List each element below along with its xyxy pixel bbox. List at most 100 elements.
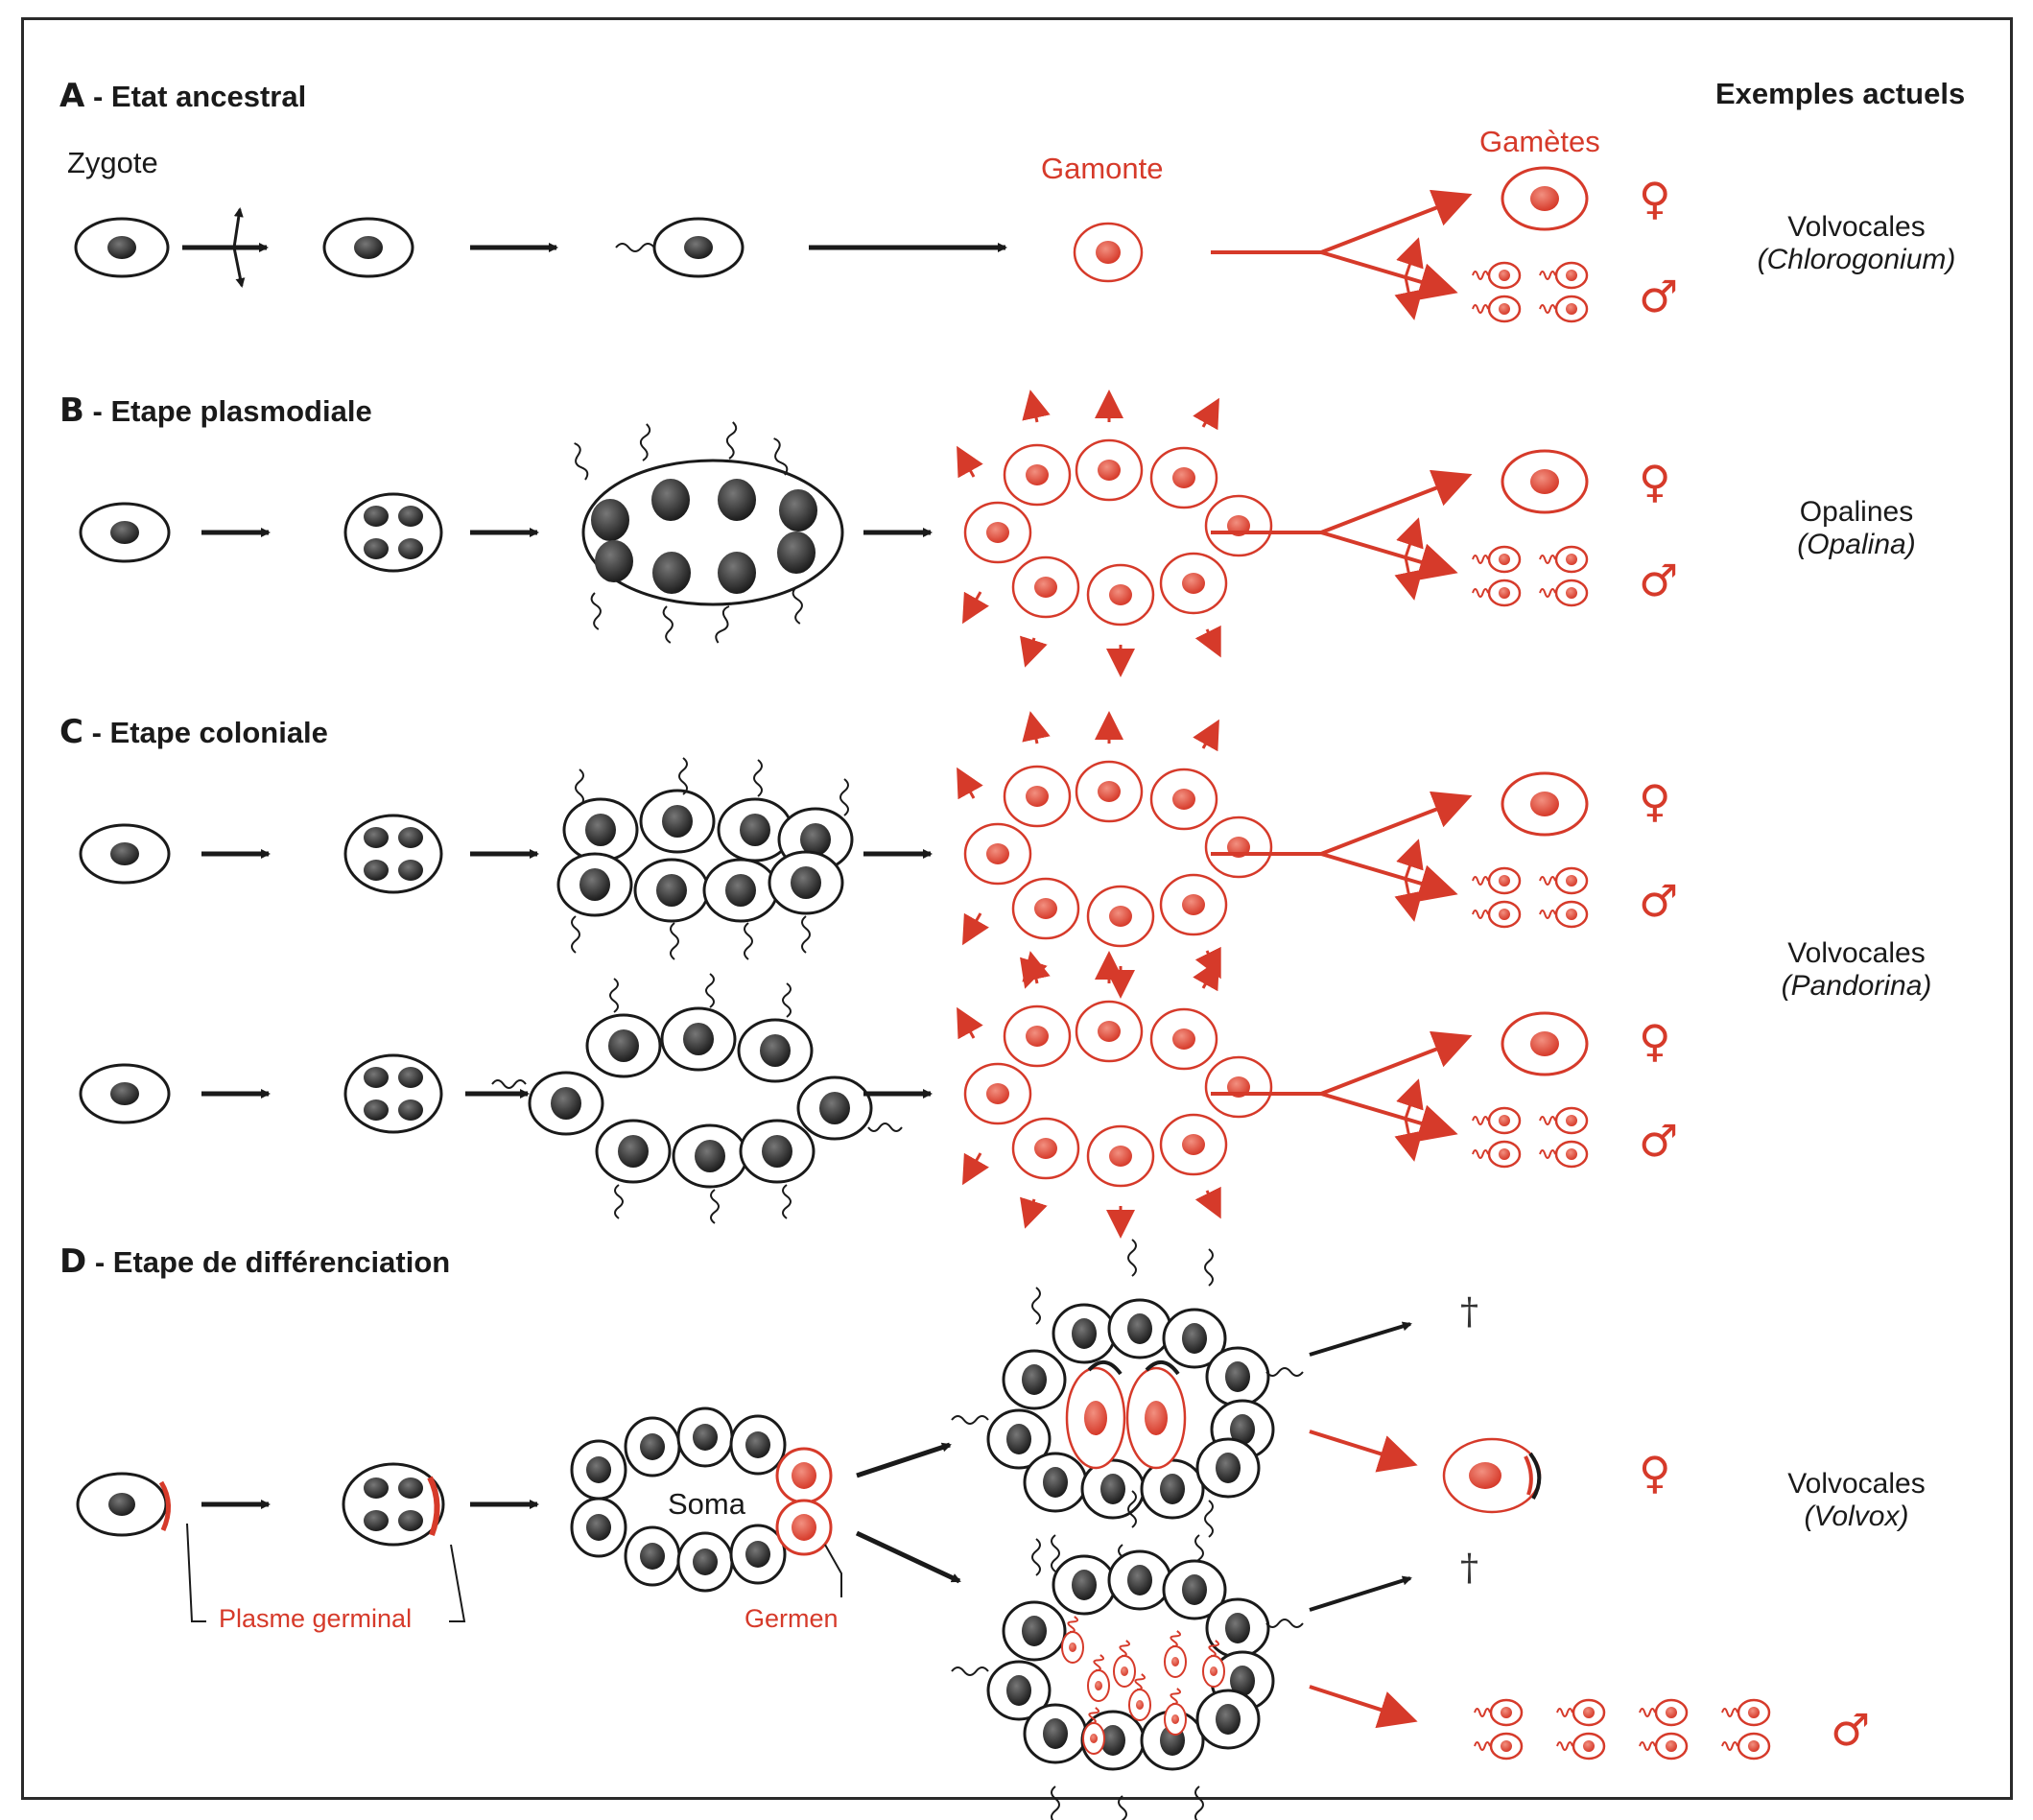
germ-plasm bbox=[158, 1480, 171, 1532]
colony-flagellum bbox=[678, 757, 688, 795]
microgamete-flagellum bbox=[1539, 304, 1556, 314]
nucleus bbox=[693, 1424, 718, 1451]
release-arrow bbox=[1022, 951, 1051, 984]
microgamete-flagellum bbox=[1472, 555, 1489, 564]
gamonte-label: Gamonte bbox=[1041, 152, 1164, 185]
sperm-nucleus bbox=[1136, 1700, 1144, 1710]
somatic-flagellum bbox=[1204, 1500, 1214, 1538]
egg-germ-plasm bbox=[1524, 1455, 1533, 1496]
example-a-genus: (Chlorogonium) bbox=[1757, 244, 1956, 275]
nucleus bbox=[745, 1541, 770, 1568]
nucleus bbox=[110, 1082, 139, 1105]
microgamete-nucleus bbox=[1566, 587, 1577, 599]
nucleus bbox=[1100, 1725, 1125, 1756]
microgamete-nucleus bbox=[1499, 587, 1510, 599]
microgamete-nucleus bbox=[1748, 1707, 1760, 1718]
nucleus bbox=[398, 1099, 423, 1121]
release-arrow bbox=[1194, 625, 1221, 658]
release-arrow bbox=[1194, 1186, 1221, 1219]
nucleus bbox=[364, 1510, 389, 1531]
nucleus bbox=[608, 1029, 639, 1062]
soma-label: Soma bbox=[668, 1487, 745, 1521]
nucleus bbox=[364, 1477, 389, 1499]
nucleus bbox=[656, 874, 687, 907]
female-symbol-a: ♀ bbox=[1639, 173, 1671, 225]
nucleus bbox=[595, 540, 633, 582]
somatic-flagellum bbox=[1051, 1785, 1060, 1820]
nucleus bbox=[1216, 1453, 1241, 1483]
release-arrow bbox=[1020, 635, 1048, 668]
nucleus bbox=[1127, 1313, 1152, 1344]
fork-arrow-small-up bbox=[1396, 517, 1424, 558]
somatic-flagellum bbox=[1265, 1367, 1304, 1377]
nucleus bbox=[1100, 1474, 1125, 1504]
nucleus bbox=[1182, 1323, 1207, 1354]
nucleus bbox=[1127, 1565, 1152, 1595]
microgamete-flagellum bbox=[1539, 271, 1556, 280]
section-b-letter: B bbox=[59, 391, 84, 430]
red-nucleus bbox=[1034, 577, 1057, 598]
microgamete-flagellum bbox=[1721, 1741, 1738, 1751]
female-symbol-b: ♀ bbox=[1639, 456, 1671, 508]
microgamete-nucleus bbox=[1499, 1148, 1510, 1160]
microgamete-flagellum bbox=[1474, 1708, 1491, 1717]
nucleus bbox=[110, 842, 139, 865]
fork-arrow-down bbox=[1320, 852, 1458, 903]
column-header: Exemples actuels bbox=[1715, 77, 1966, 110]
microgamete-nucleus bbox=[1501, 1740, 1512, 1752]
meiosis-arrow-down bbox=[232, 247, 246, 288]
nucleus bbox=[800, 823, 831, 856]
nucleus bbox=[107, 236, 136, 259]
plasmodium-flagellum bbox=[773, 437, 789, 476]
plasmodium-flagellum bbox=[590, 592, 602, 630]
fork-arrow-up bbox=[1320, 469, 1473, 534]
zygote-label: Zygote bbox=[67, 146, 158, 179]
fork-arrow-down bbox=[1320, 250, 1458, 301]
microgamete-nucleus bbox=[1499, 270, 1510, 281]
microgamete-flagellum bbox=[1472, 1116, 1489, 1125]
release-arrow bbox=[1193, 719, 1219, 752]
plasmodium-flagellum bbox=[725, 421, 738, 460]
macrogamete-nucleus bbox=[1530, 1031, 1559, 1056]
microgamete-flagellum bbox=[1474, 1741, 1491, 1751]
nucleus bbox=[1043, 1718, 1068, 1749]
microgamete-flagellum bbox=[1472, 271, 1489, 280]
example-d: Volvocales (Volvox) bbox=[1713, 1468, 2000, 1533]
nucleus bbox=[1182, 1574, 1207, 1605]
nucleus bbox=[618, 1135, 649, 1168]
microgamete-flagellum bbox=[1539, 555, 1556, 564]
nucleus bbox=[760, 1034, 791, 1067]
section-a-letter: A bbox=[59, 77, 85, 115]
meiosis-arrow-up bbox=[232, 207, 244, 248]
red-nucleus bbox=[986, 522, 1009, 543]
somatic-flagellum bbox=[951, 1415, 989, 1425]
egg-cap bbox=[1145, 1360, 1180, 1376]
plasmodium-flagellum bbox=[792, 586, 803, 625]
colony-flagellum bbox=[705, 973, 715, 1008]
fork-arrow-small-down bbox=[1394, 878, 1423, 922]
somatic-flagellum bbox=[1051, 1534, 1060, 1572]
nucleus bbox=[1043, 1467, 1068, 1498]
red-nucleus bbox=[1026, 786, 1049, 807]
red-nucleus bbox=[1096, 241, 1121, 264]
male-symbol-d: ♂ bbox=[1831, 1704, 1871, 1756]
plasmodium-flagellum bbox=[574, 442, 589, 481]
sperm-flagellum bbox=[1208, 1640, 1219, 1657]
female-symbol-c2: ♀ bbox=[1639, 1015, 1671, 1067]
somatic-flagellum bbox=[1127, 1239, 1137, 1277]
example-b: Opalines (Opalina) bbox=[1713, 496, 2000, 561]
leader-line bbox=[824, 1544, 842, 1597]
colony-flagellum bbox=[571, 915, 580, 954]
nucleus bbox=[640, 1433, 665, 1460]
nucleus bbox=[745, 1431, 770, 1458]
microgamete-nucleus bbox=[1566, 303, 1577, 315]
male-symbol-a: ♂ bbox=[1639, 271, 1679, 322]
example-a-group: Volvocales bbox=[1787, 211, 1926, 243]
section-a-title: - Etat ancestral bbox=[92, 80, 307, 113]
tetranucleate-cell-c2 bbox=[343, 1053, 443, 1134]
somatic-flagellum bbox=[951, 1666, 989, 1676]
fork-arrow-up bbox=[1320, 1030, 1473, 1096]
microgamete-nucleus bbox=[1566, 1115, 1577, 1126]
fork-arrow-small-up bbox=[1396, 839, 1424, 880]
nucleus bbox=[1225, 1361, 1250, 1392]
